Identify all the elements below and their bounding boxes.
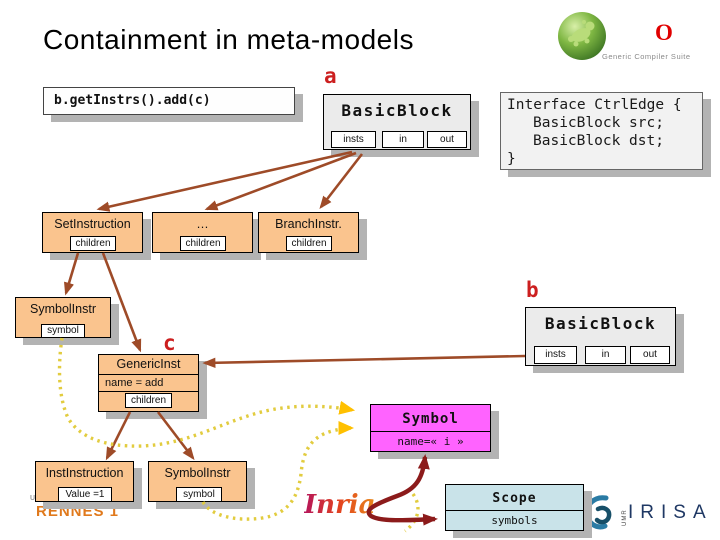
arrow-a-insts-to-branch-instr <box>319 153 364 210</box>
branch-instr-title: BranchInstr. <box>275 217 342 231</box>
symbol-box: Symbol name=« i » <box>370 404 491 452</box>
scope-box: Scope symbols <box>445 484 584 531</box>
rennes-name-text: RENNES 1 <box>36 503 120 520</box>
basicblock-b-box: BasicBlock insts in out <box>525 307 676 366</box>
generic-inst-title: GenericInst <box>99 355 198 375</box>
symbol-instr-lower-field-symbol: symbol <box>176 487 222 502</box>
basicblock-a-field-in: in <box>382 131 424 148</box>
interface-code-line: } <box>507 151 516 167</box>
inst-instruction-title: InstInstruction <box>45 466 124 480</box>
slide-title: Containment in meta-models <box>43 24 414 55</box>
symbol-instr-lower-box: SymbolInstr symbol <box>148 461 247 502</box>
scope-title: Scope <box>446 485 583 511</box>
arrow-generic-children-to-inst-instruction <box>105 411 132 461</box>
arrow-children-to-symbol-instr-upper <box>64 252 80 296</box>
generic-inst-children-row: children <box>99 392 198 411</box>
globe-gecko-icon <box>558 12 606 60</box>
code-snippet-box: b.getInstrs().add(c) <box>43 87 295 115</box>
irisa-wordmark: IRISA <box>628 502 713 523</box>
inst-instruction-field-value: Value =1 <box>58 487 112 502</box>
symbol-instr-upper-field-symbol: symbol <box>41 324 85 338</box>
basicblock-b-field-out: out <box>630 346 670 364</box>
gecos-o-letter: O <box>655 20 673 45</box>
arrow-a-insts-to-set-instruction <box>96 150 353 212</box>
interface-code-line: Interface CtrlEdge { <box>507 97 682 113</box>
symbol-instr-upper-title: SymbolInstr <box>30 302 96 316</box>
basicblock-a-title: BasicBlock <box>341 101 453 120</box>
basicblock-a-box: BasicBlock insts in out <box>323 94 471 150</box>
gecos-logo: O Generic Compiler Suite <box>556 8 716 66</box>
basicblock-b-field-insts: insts <box>534 346 577 364</box>
irisa-swirl-icon <box>584 495 612 530</box>
scope-field-symbols: symbols <box>491 514 538 527</box>
branch-instr-box: BranchInstr. children <box>258 212 359 253</box>
interface-code-line: BasicBlock src; <box>533 115 664 131</box>
basicblock-b-field-in: in <box>585 346 626 364</box>
generic-inst-box: GenericInst name = add children <box>98 354 199 412</box>
inst-instruction-box: InstInstruction Value =1 <box>35 461 134 502</box>
irisa-logo: UMR IRISA <box>584 494 720 538</box>
ellipsis-instruction-title: … <box>196 217 209 231</box>
instance-label-c: c <box>163 331 176 355</box>
set-instruction-box: SetInstruction children <box>42 212 143 253</box>
gecos-caption: Generic Compiler Suite <box>602 52 691 61</box>
interface-code-box: Interface CtrlEdge { BasicBlock src; Bas… <box>500 92 703 170</box>
inria-wordmark: Inria <box>304 490 376 520</box>
basicblock-b-title: BasicBlock <box>544 314 657 333</box>
set-instruction-title: SetInstruction <box>54 217 131 231</box>
instance-label-b: b <box>526 278 539 302</box>
ellipsis-instruction-box: … children <box>152 212 253 253</box>
arrow-generic-children-to-symbol-instr-lower <box>156 411 195 461</box>
symbol-instr-upper-box: SymbolInstr symbol <box>15 297 111 338</box>
instance-label-a: a <box>324 64 337 88</box>
set-instruction-field-children: children <box>70 236 116 251</box>
inria-logo: Inria <box>298 488 418 532</box>
ellipsis-field-children: children <box>180 236 226 251</box>
code-snippet-text: b.getInstrs().add(c) <box>54 93 211 108</box>
interface-code-line: BasicBlock dst; <box>533 133 664 149</box>
basicblock-a-field-out: out <box>427 131 467 148</box>
symbol-instr-lower-title: SymbolInstr <box>164 466 231 480</box>
arrow-a-insts-to-ellipsis <box>204 151 357 211</box>
generic-inst-field-children: children <box>125 393 172 408</box>
symbol-attr-name: name=« i » <box>397 435 464 448</box>
branch-instr-field-children: children <box>286 236 332 251</box>
basicblock-a-field-insts: insts <box>331 131 376 148</box>
symbol-title: Symbol <box>371 405 490 432</box>
generic-inst-attr-name: name = add <box>99 375 198 392</box>
arrow-b-insts-to-generic-inst <box>202 354 526 368</box>
